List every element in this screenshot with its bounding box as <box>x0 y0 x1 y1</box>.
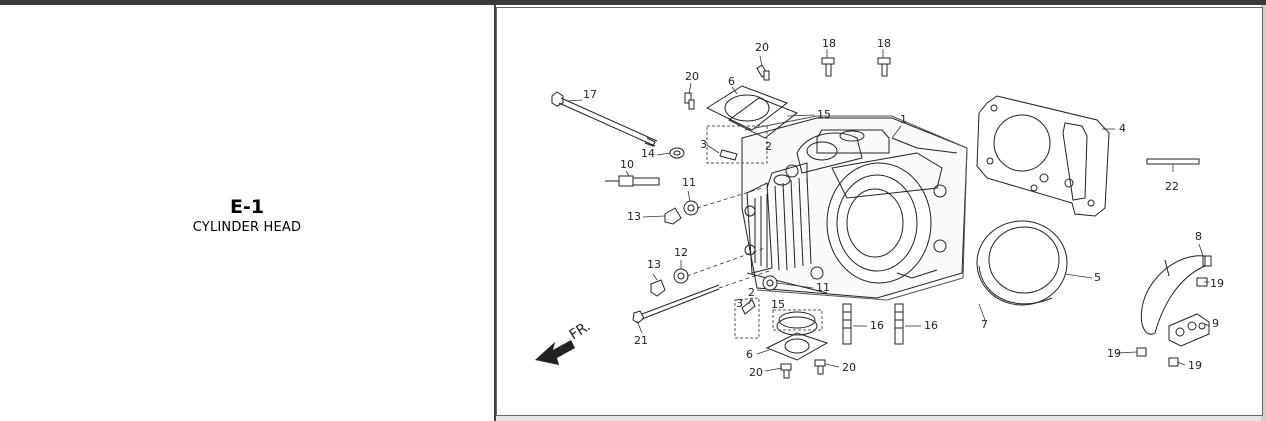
piston-part <box>976 220 1068 306</box>
callout-17: 17 <box>583 88 597 101</box>
bolt-20b-part <box>684 92 695 110</box>
callout-18-b: 18 <box>877 37 891 50</box>
callout-10: 10 <box>620 158 634 171</box>
seal-part-3a <box>719 149 738 161</box>
bolt-19b-part <box>1136 347 1147 357</box>
cylinder-head-exploded-diagram: 17 20 6 20 18 18 15 1 4 3 2 14 10 11 22 … <box>535 37 1224 379</box>
callout-3-a: 3 <box>700 138 707 151</box>
callout-11-a: 11 <box>682 176 696 189</box>
callout-13-b: 13 <box>647 258 661 271</box>
callout-5: 5 <box>1094 271 1101 284</box>
long-bolt-part <box>551 91 658 147</box>
cylinder-head-part <box>741 117 968 299</box>
callout-22: 22 <box>1165 180 1179 193</box>
callout-9: 9 <box>1212 317 1219 330</box>
washer-11b-part <box>762 275 778 291</box>
frame-bottom-shade <box>496 415 1266 421</box>
bolt-18a-part <box>821 57 835 77</box>
parts-diagram-frame: 17 20 6 20 18 18 15 1 4 3 2 14 10 11 22 … <box>496 7 1263 416</box>
panel-divider <box>494 5 496 421</box>
dowel-pin-part <box>1146 158 1200 165</box>
callout-2-a: 2 <box>765 140 772 153</box>
callout-4: 4 <box>1119 122 1126 135</box>
section-title: CYLINDER HEAD <box>192 220 302 235</box>
top-border <box>0 0 1266 5</box>
chain-guide-part <box>1140 255 1212 335</box>
callout-14: 14 <box>641 147 655 160</box>
callout-12: 12 <box>674 246 688 259</box>
callout-20-b: 20 <box>685 70 699 83</box>
stud-16a-part <box>842 303 852 345</box>
bolt-19c-part <box>1168 357 1179 367</box>
section-label-panel: E-1 CYLINDER HEAD <box>0 5 494 421</box>
callout-8: 8 <box>1195 230 1202 243</box>
bolt-20a-part <box>756 64 770 81</box>
tensioner-plate-part <box>1168 313 1210 347</box>
callout-6-a: 6 <box>728 75 735 88</box>
washer-part <box>669 147 685 159</box>
seal-part-3b <box>741 299 756 315</box>
callout-7: 7 <box>981 318 988 331</box>
tappet-cover-bottom-part <box>765 316 829 361</box>
long-bolt-21-part <box>632 284 720 324</box>
front-direction-arrow <box>535 340 575 365</box>
stud-16b-part <box>894 303 904 345</box>
acorn-nut-a-part <box>664 207 682 225</box>
scrollbar-track[interactable] <box>1261 5 1266 421</box>
callout-2-b: 2 <box>748 286 755 299</box>
callout-19-a: 19 <box>1210 277 1224 290</box>
callout-15-b: 15 <box>771 298 785 311</box>
callout-19-b: 19 <box>1107 347 1121 360</box>
acorn-nut-b-part <box>650 279 666 297</box>
front-direction-label: FR. <box>567 318 594 343</box>
gasket-part <box>976 95 1110 217</box>
spark-plug-part <box>605 175 660 187</box>
bolt-20c-part <box>780 363 792 379</box>
callout-20-c: 20 <box>749 366 763 379</box>
callout-13-a: 13 <box>627 210 641 223</box>
callout-16-a: 16 <box>870 319 884 332</box>
washer-11a-part <box>683 200 699 216</box>
callout-1: 1 <box>900 113 907 126</box>
callout-20-a: 20 <box>755 41 769 54</box>
callout-20-d: 20 <box>842 361 856 374</box>
washer-12-part <box>673 268 689 284</box>
callout-11-b: 11 <box>816 281 830 294</box>
callout-6-b: 6 <box>746 348 753 361</box>
callout-3-b: 3 <box>736 297 743 310</box>
callout-15-a: 15 <box>817 108 831 121</box>
callout-18-a: 18 <box>822 37 836 50</box>
section-code: E-1 <box>229 196 265 218</box>
callout-21: 21 <box>634 334 648 347</box>
o-ring-part <box>778 311 816 329</box>
callout-16-b: 16 <box>924 319 938 332</box>
bolt-20d-part <box>814 359 826 375</box>
callout-19-c: 19 <box>1188 359 1202 372</box>
bolt-18b-part <box>877 57 891 77</box>
tappet-cover-top-part <box>705 85 798 139</box>
